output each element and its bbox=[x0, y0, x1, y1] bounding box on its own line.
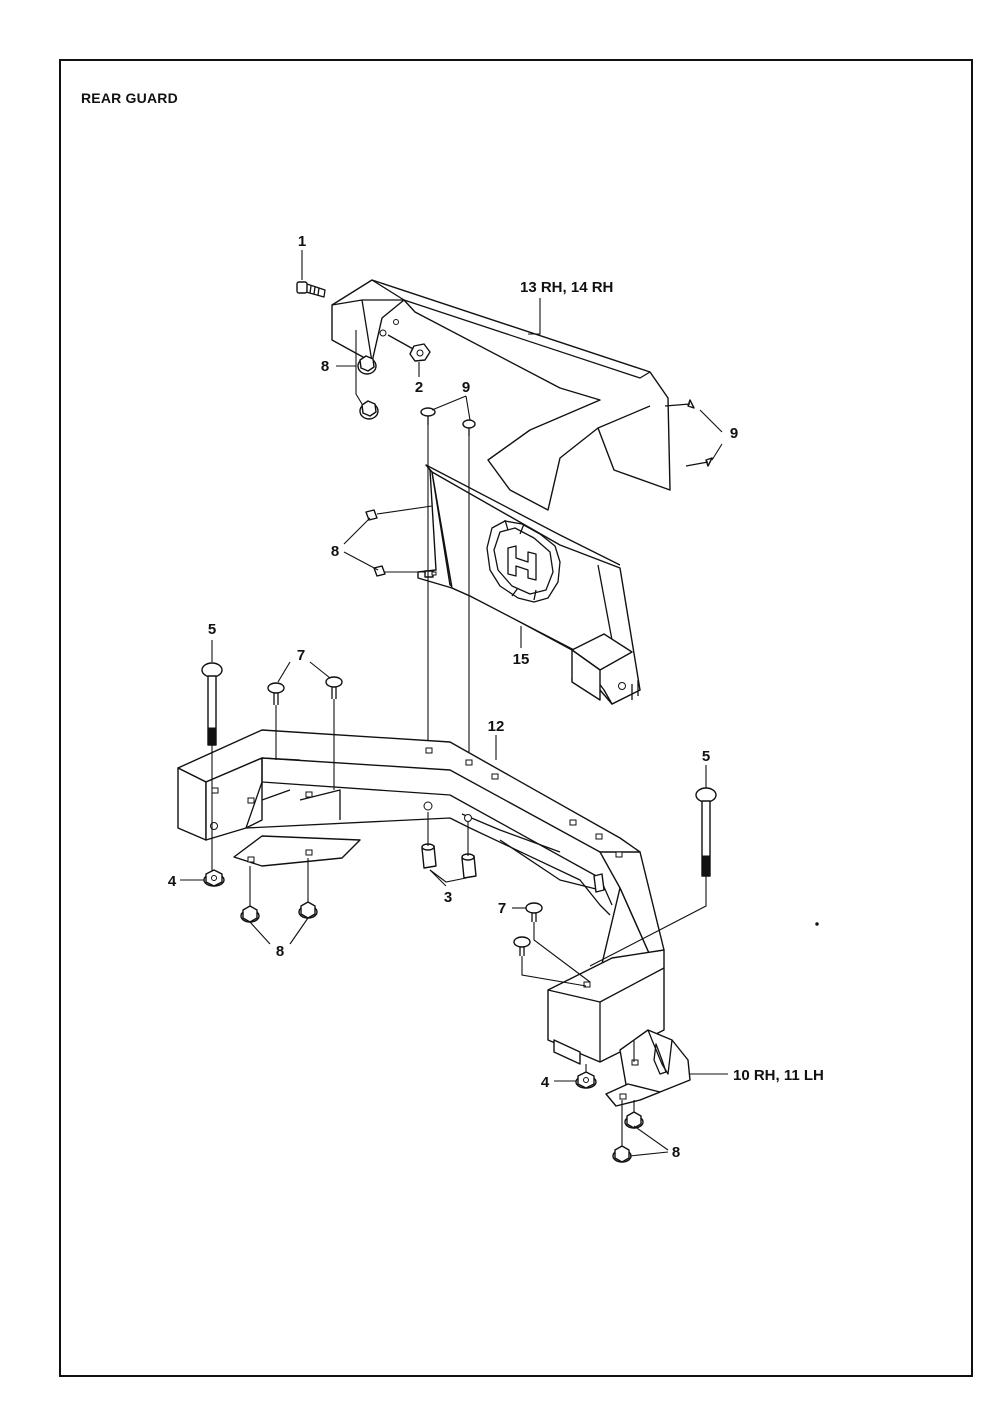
callout-labels: 1 13 RH, 14 RH 2 8 9 9 8 15 5 7 12 5 4 3… bbox=[168, 233, 824, 1161]
callout-10-11: 10 RH, 11 LH bbox=[733, 1067, 824, 1084]
stray-dot-mark bbox=[815, 922, 819, 926]
upper-side-guard-part bbox=[331, 279, 671, 511]
callout-9-upper: 9 bbox=[462, 379, 470, 396]
flange-nut-part-upper bbox=[355, 330, 379, 420]
diagram-title: REAR GUARD bbox=[81, 90, 178, 106]
callout-8-lower-left: 8 bbox=[276, 943, 284, 960]
callout-4-right: 4 bbox=[541, 1074, 550, 1091]
callout-7-lower: 7 bbox=[498, 900, 506, 917]
bolt-part-1 bbox=[296, 281, 326, 298]
drawing-frame bbox=[59, 59, 973, 1377]
carriage-bolt-part-5 bbox=[201, 662, 223, 875]
flange-nut-part-4 bbox=[203, 869, 597, 1089]
square-nut-part bbox=[365, 505, 433, 577]
callout-2: 2 bbox=[415, 379, 423, 396]
lower-frame-part bbox=[177, 729, 665, 1065]
bolt-part-2 bbox=[387, 334, 431, 362]
husqvarna-logo-emblem bbox=[486, 519, 561, 603]
screw-part-9 bbox=[420, 399, 713, 467]
callout-13-14: 13 RH, 14 RH bbox=[520, 279, 613, 296]
callout-7-upper: 7 bbox=[297, 647, 305, 664]
callout-1: 1 bbox=[298, 233, 306, 250]
callout-8-upper: 8 bbox=[321, 358, 329, 375]
callout-5-right: 5 bbox=[702, 748, 710, 765]
spacer-part-3 bbox=[421, 812, 477, 883]
flange-nut-part-lower-right bbox=[612, 1100, 644, 1163]
callout-3: 3 bbox=[444, 889, 452, 906]
callout-12: 12 bbox=[488, 718, 505, 735]
callout-15: 15 bbox=[513, 651, 530, 668]
callout-leaders bbox=[180, 250, 728, 1157]
carriage-bolt-part-5-right bbox=[589, 787, 717, 967]
bracket-part-10-11 bbox=[605, 1029, 691, 1107]
logo-guard-plate-part bbox=[417, 464, 641, 705]
flange-nut-part-lower-left bbox=[240, 858, 318, 923]
callout-9-right: 9 bbox=[730, 425, 738, 442]
carriage-bolt-part-7 bbox=[267, 676, 343, 790]
callout-5-left: 5 bbox=[208, 621, 216, 638]
callout-4-left: 4 bbox=[168, 873, 177, 890]
callout-8-lower-right: 8 bbox=[672, 1144, 680, 1161]
carriage-bolt-part-7-lower bbox=[513, 902, 591, 987]
callout-8-plate: 8 bbox=[331, 543, 339, 560]
